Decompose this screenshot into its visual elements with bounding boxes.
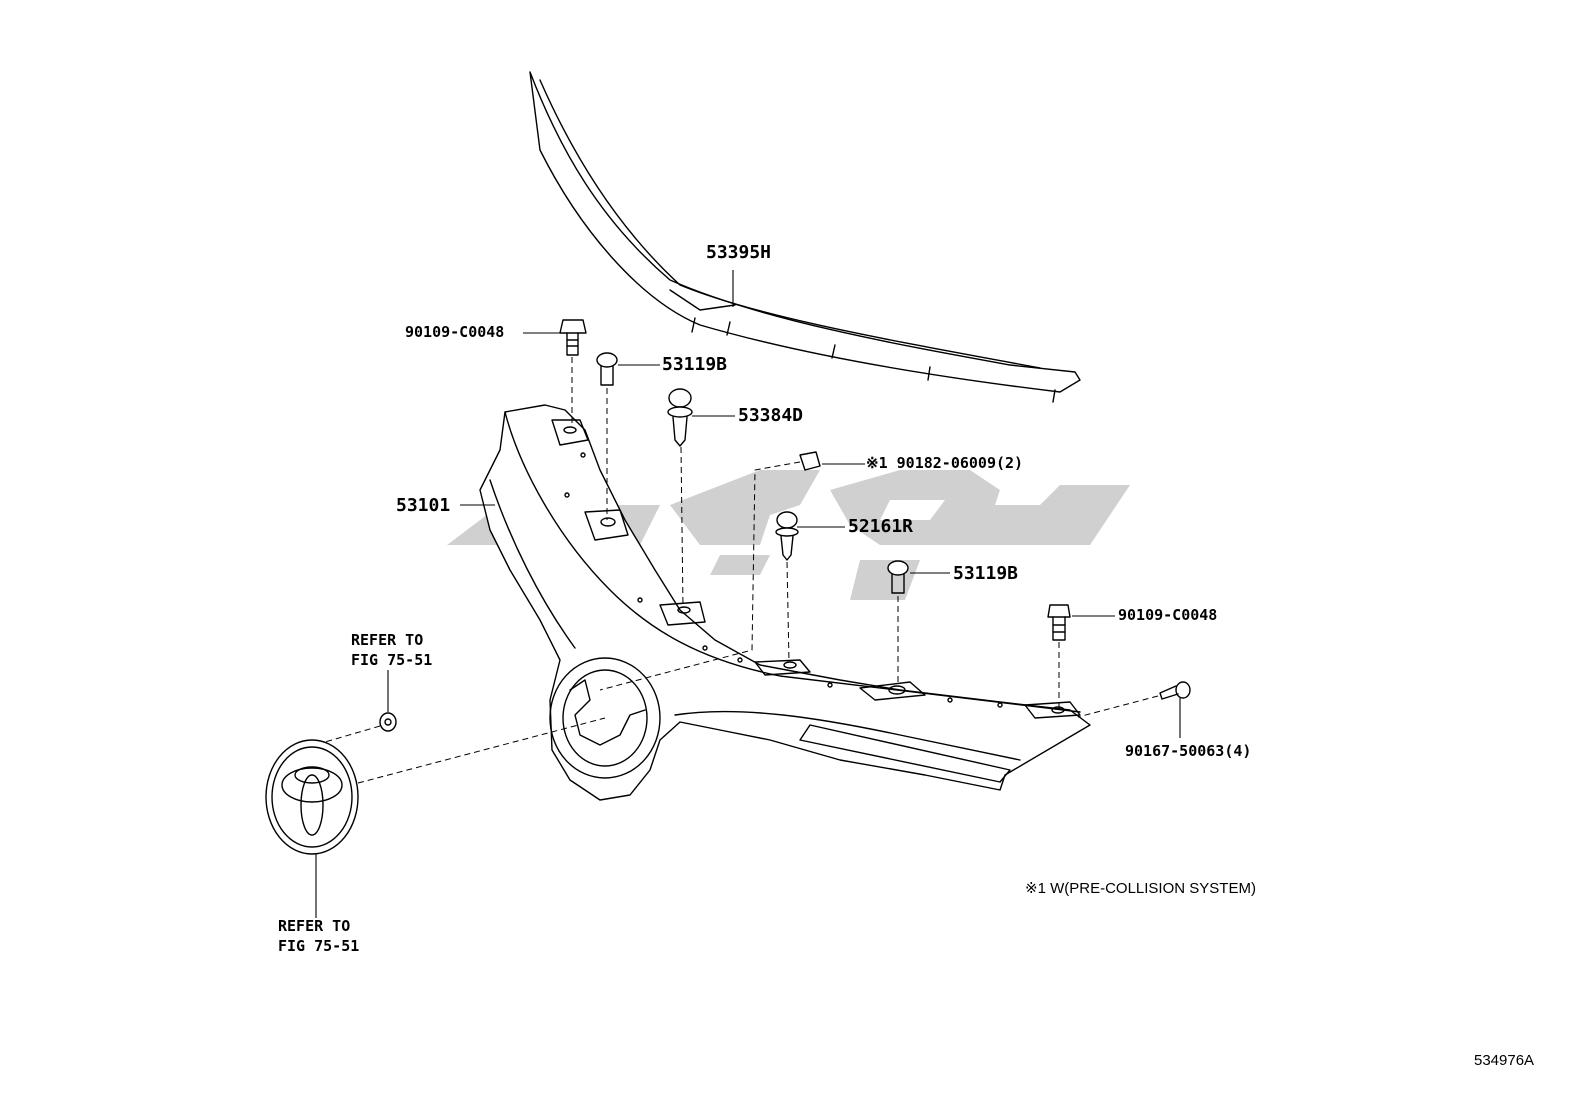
footnote: ※1 W(PRE-COLLISION SYSTEM) bbox=[1025, 880, 1256, 897]
screw-90167-drawing bbox=[1159, 681, 1191, 700]
callout-bolt-left: 90109-C0048 bbox=[405, 323, 505, 341]
callout-53119b-lower: 53119B bbox=[953, 563, 1019, 584]
callout-53119b-upper: 53119B bbox=[662, 354, 728, 375]
bolt-right-drawing bbox=[1047, 604, 1071, 641]
reference-lower-line1: REFER TO bbox=[278, 917, 351, 935]
clip-53119b-upper-drawing bbox=[596, 352, 618, 386]
clip-53384d-drawing bbox=[667, 388, 693, 447]
grille-body bbox=[479, 404, 1091, 801]
callout-52161r: 52161R bbox=[848, 516, 914, 537]
callout-53384d: 53384D bbox=[738, 405, 804, 426]
assembly-dashed-lines bbox=[324, 357, 1159, 784]
callout-nut-note: ※1 90182-06009(2) bbox=[866, 454, 1024, 472]
nut-90182-drawing bbox=[799, 451, 821, 471]
reference-upper: REFER TO FIG 75-51 bbox=[351, 630, 432, 670]
diagram-code: 534976A bbox=[1474, 1052, 1535, 1069]
emblem-nut-drawing bbox=[379, 712, 397, 732]
callout-53101: 53101 bbox=[396, 495, 451, 516]
clip-53119b-lower-drawing bbox=[887, 560, 909, 594]
reference-lower-line2: FIG 75-51 bbox=[278, 937, 360, 955]
callout-53395h: 53395H bbox=[706, 242, 772, 263]
clip-52161r-drawing bbox=[775, 511, 799, 561]
bolt-left-drawing bbox=[559, 319, 587, 356]
toyota-emblem bbox=[265, 739, 359, 855]
reference-upper-line2: FIG 75-51 bbox=[351, 651, 433, 669]
leader-lines bbox=[315, 270, 1181, 918]
callout-screw: 90167-50063(4) bbox=[1125, 742, 1252, 760]
callout-bolt-right: 90109-C0048 bbox=[1118, 606, 1218, 624]
reference-upper-line1: REFER TO bbox=[351, 631, 424, 649]
upper-molding bbox=[529, 71, 1081, 403]
reference-lower: REFER TO FIG 75-51 bbox=[278, 916, 359, 956]
